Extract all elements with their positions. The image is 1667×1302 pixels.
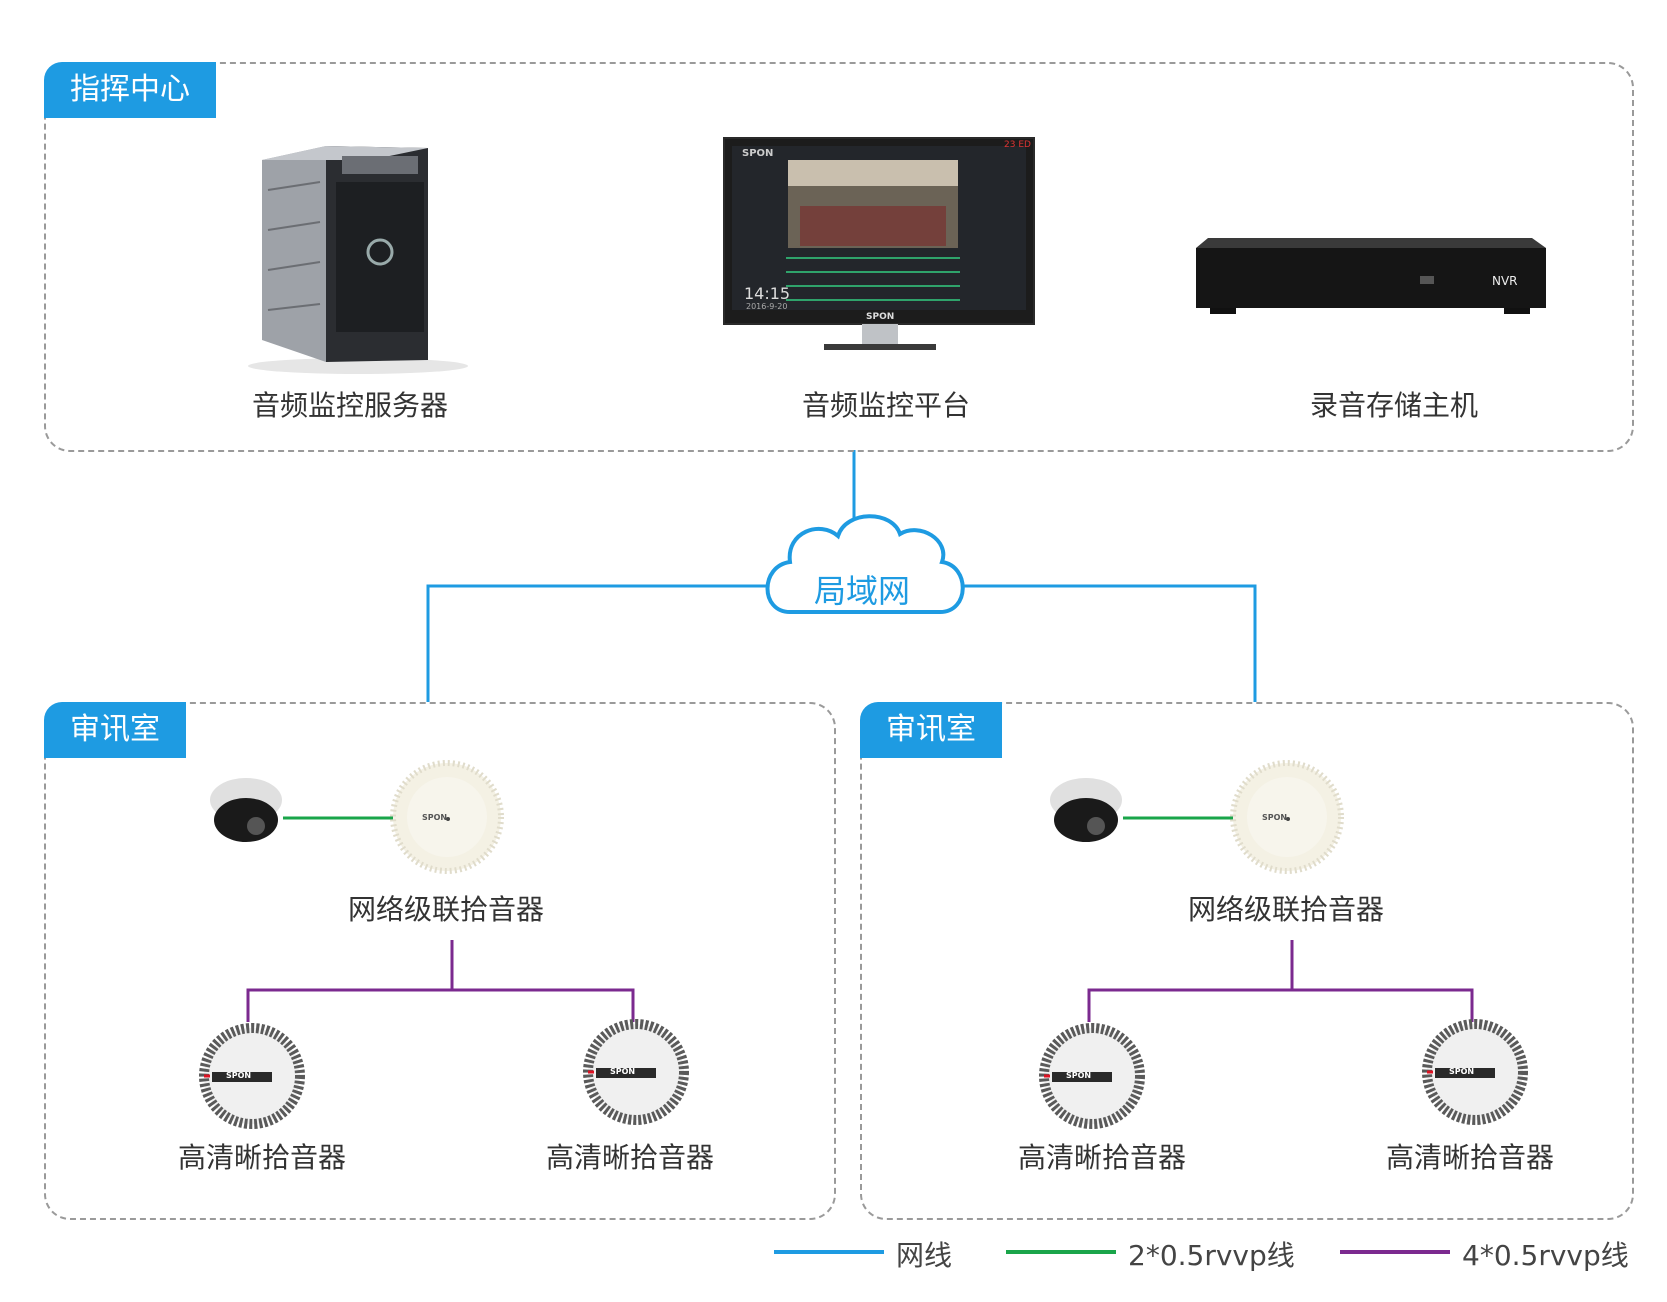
room-tag-2: 审讯室 (860, 702, 1002, 758)
device-label-server: 音频监控服务器 (251, 389, 449, 422)
monitor-brand-text: SPON (742, 148, 774, 159)
hd-pickup-brand-2a: SPON (1066, 1071, 1092, 1080)
hd-pickup-label-2b: 高清晰拾音器 (1385, 1141, 1555, 1174)
cascade-pickup-icon (390, 760, 504, 874)
hd-pickup-label-1a: 高清晰拾音器 (177, 1141, 347, 1174)
device-label-nvr: 录音存储主机 (1309, 389, 1479, 422)
device-label-platform: 音频监控平台 (801, 389, 971, 422)
cascade-pickup-brand-1: SPON (422, 813, 448, 822)
monitor-time-text: 14:15 (744, 284, 791, 303)
hd-pickup-brand-1a: SPON (226, 1071, 252, 1080)
tower-server-icon (248, 146, 468, 374)
interrogation-room-box-2 (860, 702, 1634, 1220)
rvvp4-lines (246, 940, 1474, 1022)
hd-pickup-brand-2b: SPON (1449, 1067, 1475, 1076)
command-center-tag: 指挥中心 (44, 62, 216, 118)
lan-label: 局域网 (813, 572, 911, 610)
hd-pickup-label-2a: 高清晰拾音器 (1017, 1141, 1187, 1174)
monitor-badge-text: 23 ED (1004, 140, 1031, 150)
legend-label-rvvp2: 2*0.5rvvp线 (1128, 1239, 1295, 1272)
nvr-label-text: NVR (1492, 274, 1518, 288)
cascade-pickup-label-1: 网络级联拾音器 (347, 893, 545, 926)
hd-pickup-icon (583, 1019, 689, 1125)
legend-label-rvvp4: 4*0.5rvvp线 (1462, 1239, 1629, 1272)
monitor-bezel-brand: SPON (866, 312, 895, 322)
room-tag-1: 审讯室 (44, 702, 186, 758)
interrogation-room-box-1 (44, 702, 836, 1220)
hd-pickup-icon (199, 1023, 305, 1129)
monitor-date-text: 2016-9-20 (746, 302, 788, 311)
cloud-icon (765, 514, 965, 614)
hd-pickup-label-1b: 高清晰拾音器 (545, 1141, 715, 1174)
cascade-pickup-brand-2: SPON (1262, 813, 1288, 822)
cascade-pickup-icon (1230, 760, 1344, 874)
legend-label-network: 网线 (896, 1239, 953, 1272)
hd-pickup-brand-1b: SPON (610, 1067, 636, 1076)
monitor-icon (723, 137, 1035, 350)
network-lines (426, 450, 1257, 702)
cascade-pickup-label-2: 网络级联拾音器 (1187, 893, 1385, 926)
hd-pickup-icon (1039, 1023, 1145, 1129)
nvr-icon (1196, 238, 1546, 314)
dome-camera-icon (1050, 778, 1122, 842)
dome-camera-icon (210, 778, 282, 842)
command-center-box (44, 62, 1634, 452)
hd-pickup-icon (1422, 1019, 1528, 1125)
